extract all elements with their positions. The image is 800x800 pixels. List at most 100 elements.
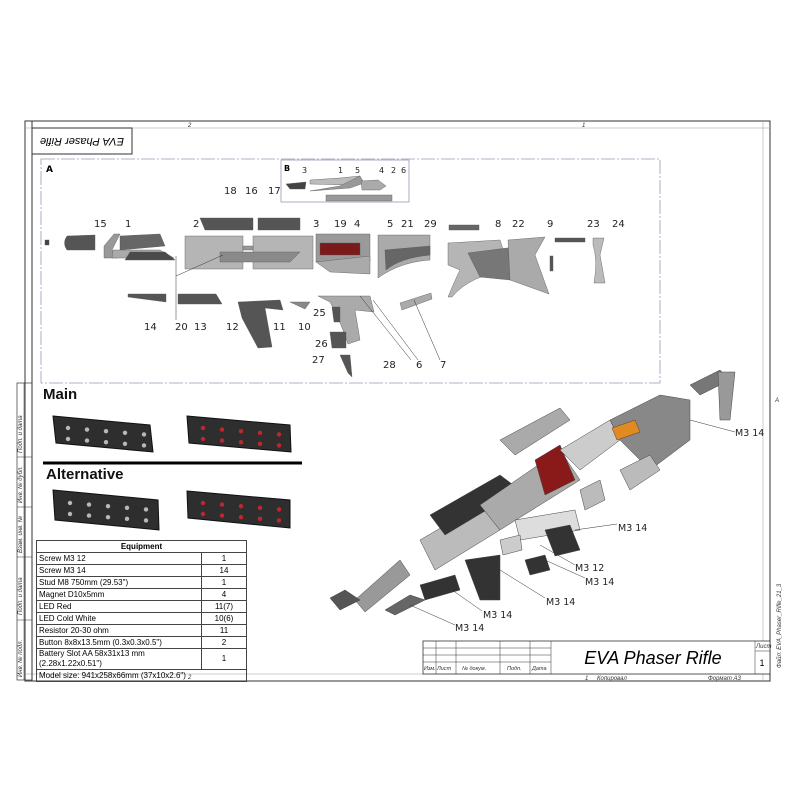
svg-text:Инв. № дубл.: Инв. № дубл.	[17, 466, 24, 503]
svg-text:24: 24	[612, 219, 625, 230]
svg-text:M3 12: M3 12	[575, 563, 604, 574]
svg-text:5: 5	[387, 219, 393, 230]
svg-text:6: 6	[416, 360, 422, 371]
svg-text:8: 8	[495, 219, 501, 230]
svg-text:2: 2	[193, 219, 199, 230]
table-row: Button 8x8x13.5mm (0.3x0.3x0.5")2	[36, 636, 247, 649]
table-row: Stud M8 750mm (29.53")1	[36, 576, 247, 589]
led-white	[143, 507, 149, 512]
alternative-heading: Alternative	[46, 466, 124, 483]
svg-text:M3 14: M3 14	[483, 610, 512, 621]
svg-text:M3 14: M3 14	[546, 597, 575, 608]
view-b-parts	[285, 175, 393, 202]
assembly-view	[329, 369, 736, 616]
svg-text:22: 22	[512, 219, 525, 230]
view-a-parts	[44, 217, 606, 378]
led-red	[276, 432, 282, 437]
svg-text:Инв. № подл.: Инв. № подл.	[17, 640, 24, 677]
svg-text:29: 29	[424, 219, 437, 230]
drawing-title: EVA Phaser Rifle	[584, 648, 721, 668]
svg-text:20: 20	[175, 322, 188, 333]
svg-text:3: 3	[302, 166, 307, 175]
led-red	[276, 443, 282, 448]
led-red	[257, 441, 263, 446]
led-white	[84, 427, 90, 432]
item-name: Screw M3 12	[36, 552, 202, 565]
led-red	[200, 511, 206, 517]
svg-text:M3 14: M3 14	[735, 428, 764, 439]
svg-text:13: 13	[194, 322, 207, 333]
led-white	[105, 504, 111, 509]
svg-text:21: 21	[401, 219, 414, 230]
led-red	[257, 516, 263, 521]
led-white	[86, 502, 92, 507]
title-upside-down: EVA Phaser Rifle	[40, 135, 124, 147]
led-red	[276, 518, 282, 523]
item-name: Resistor 20-30 ohm	[36, 624, 202, 637]
svg-text:16: 16	[245, 186, 258, 197]
svg-text:Подп.: Подп.	[507, 666, 522, 672]
svg-text:M3 14: M3 14	[585, 577, 614, 588]
svg-text:17: 17	[268, 186, 281, 197]
svg-text:25: 25	[313, 308, 326, 319]
screw-leader-lines	[409, 419, 736, 626]
led-red	[257, 505, 263, 510]
item-qty: 10(6)	[201, 612, 247, 625]
item-name: Stud M8 750mm (29.53")	[36, 576, 202, 589]
led-red	[276, 507, 282, 512]
svg-text:5: 5	[355, 166, 360, 175]
item-qty: 1	[201, 576, 247, 589]
item-qty: 1	[201, 552, 247, 565]
led-white	[122, 430, 128, 435]
svg-text:7: 7	[440, 360, 446, 371]
svg-text:3: 3	[313, 219, 319, 230]
zone-marker: 1	[582, 123, 585, 129]
svg-text:Копировал: Копировал	[597, 676, 627, 682]
svg-text:6: 6	[401, 166, 406, 175]
svg-text:9: 9	[547, 219, 553, 230]
item-qty: 2	[201, 636, 247, 649]
svg-text:1: 1	[125, 219, 131, 230]
item-name: LED Cold White	[36, 612, 202, 625]
screw-labels: M3 14 M3 14 M3 12 M3 14 M3 14 M3 14 M3 1…	[455, 428, 764, 634]
equipment-header: Equipment	[36, 540, 247, 553]
led-white	[103, 429, 109, 434]
svg-text:4: 4	[379, 166, 384, 175]
svg-text:27: 27	[312, 355, 325, 366]
item-qty: 4	[201, 588, 247, 601]
led-white	[124, 505, 130, 510]
side-stamp: Инв. № подл. Подп. и дата Взам. инв. № И…	[16, 382, 33, 681]
svg-text:15: 15	[94, 219, 107, 230]
file-name: Файл: EVA_Phaser_Rifle_21_3	[776, 583, 783, 668]
table-row: Battery Slot AA 58x31x13 mm (2.28x1.22x0…	[36, 648, 247, 670]
led-white	[122, 441, 128, 446]
item-qty: 11	[201, 624, 247, 637]
led-white	[124, 516, 130, 521]
svg-text:19: 19	[334, 219, 347, 230]
svg-text:1: 1	[585, 676, 588, 682]
led-red	[200, 436, 206, 442]
led-red	[238, 440, 244, 445]
led-red	[219, 513, 225, 518]
model-size: Model size: 941x258x66mm (37x10x2.6")	[36, 669, 247, 682]
item-qty: 11(7)	[201, 600, 247, 613]
led-red	[238, 504, 244, 509]
callouts-view-b: 3 1 5 4 2 6	[302, 166, 406, 175]
svg-text:Формат А3: Формат А3	[708, 676, 741, 682]
svg-text:Изм.: Изм.	[424, 666, 436, 672]
led-white	[105, 515, 111, 520]
item-qty: 14	[201, 564, 247, 577]
led-red	[219, 502, 225, 507]
title-box-top	[31, 127, 133, 155]
led-white	[86, 513, 92, 518]
led-boards	[43, 415, 302, 531]
led-white	[65, 425, 71, 431]
led-white	[141, 432, 147, 437]
led-board-alt-red	[186, 490, 291, 529]
svg-text:M3 14: M3 14	[618, 523, 647, 534]
item-name: Battery Slot AA 58x31x13 mm (2.28x1.22x0…	[36, 648, 202, 670]
leader-lines	[175, 254, 441, 361]
led-white	[67, 511, 73, 517]
